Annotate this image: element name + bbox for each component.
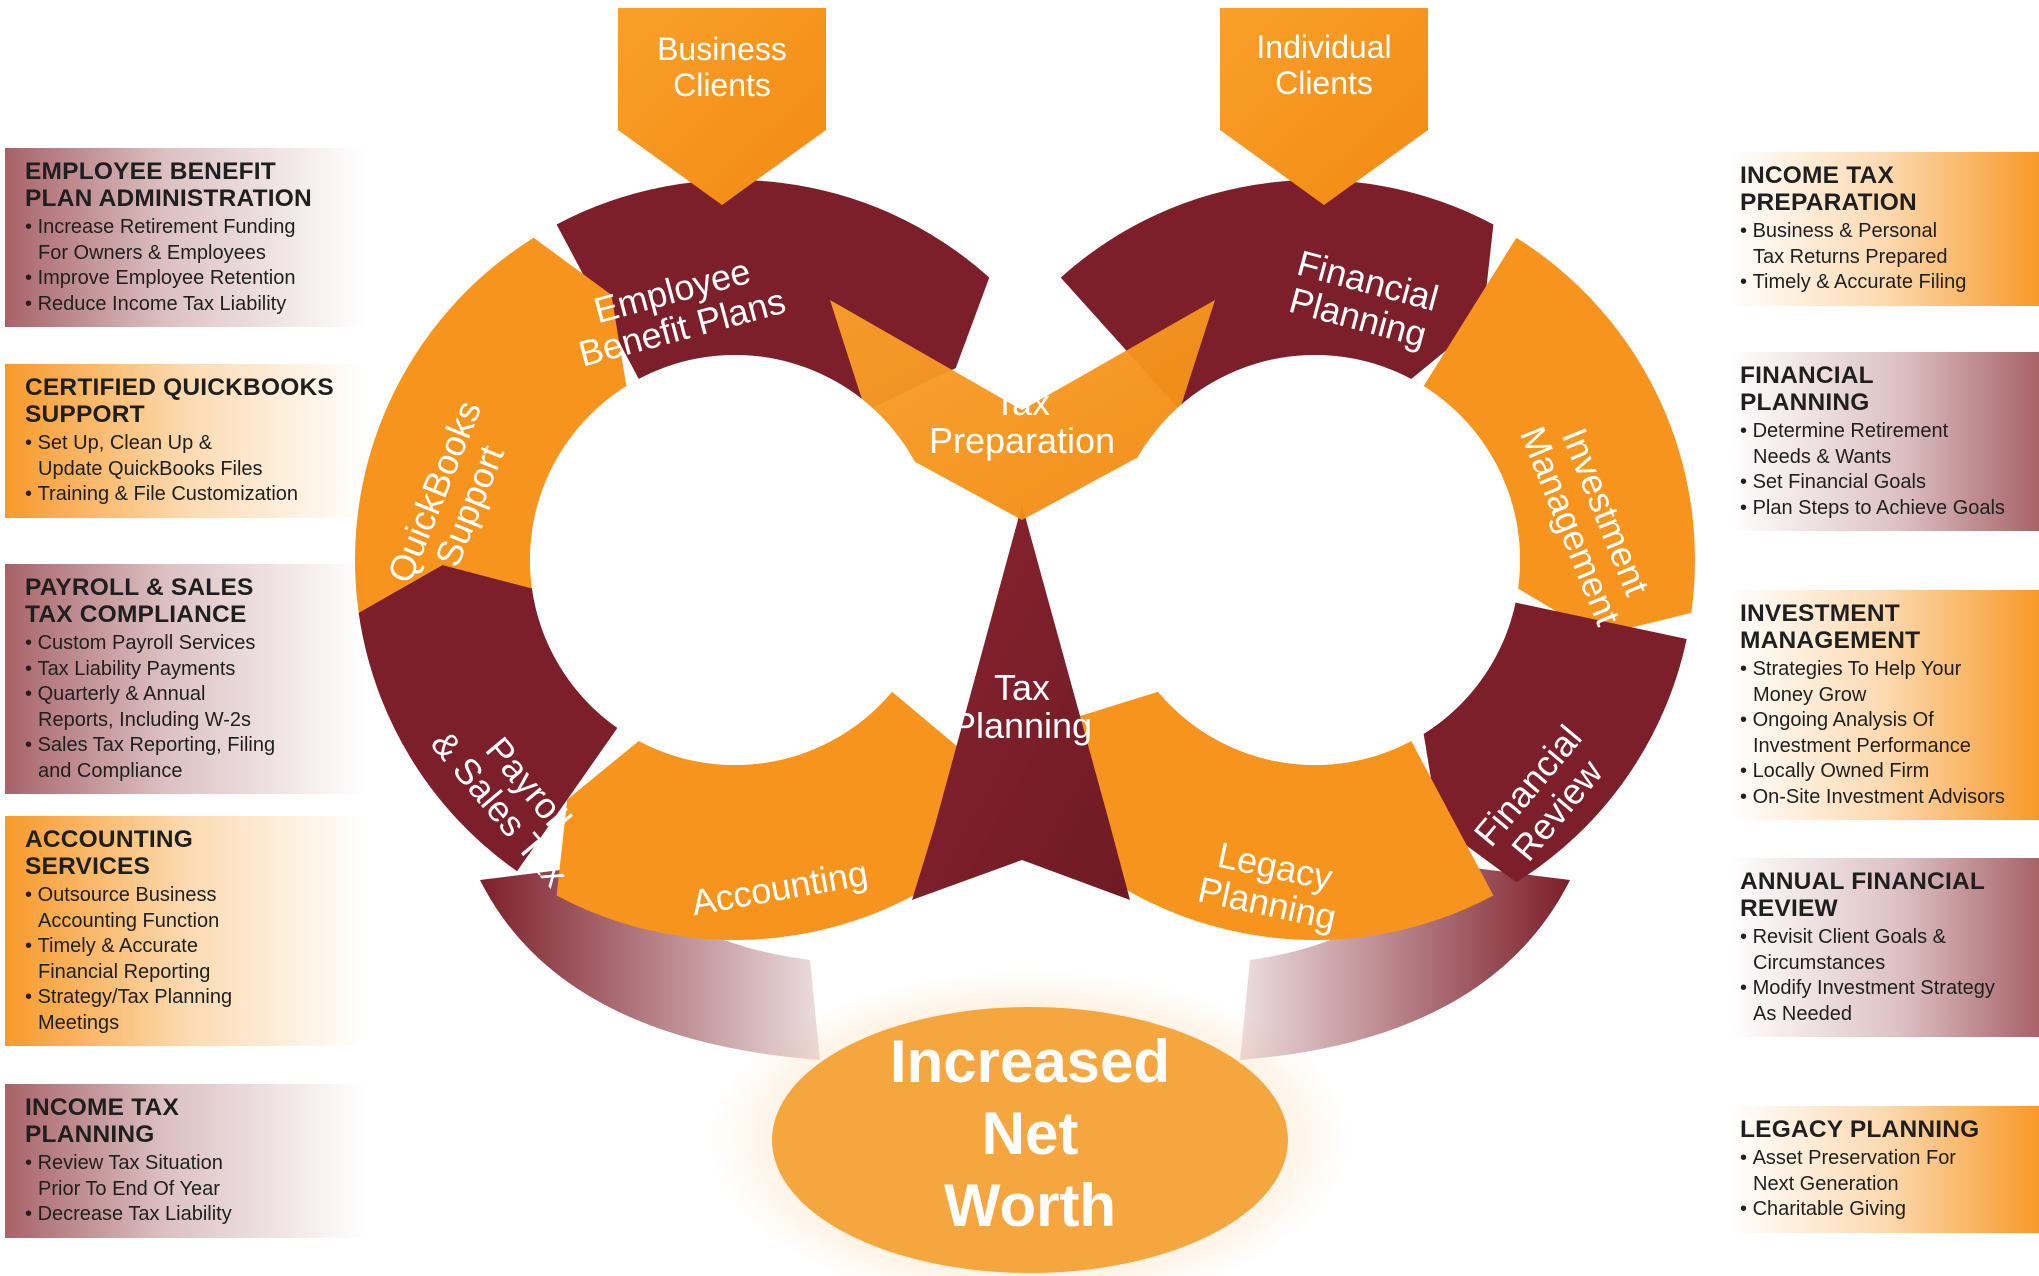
right-panel-3: ANNUAL FINANCIALREVIEWRevisit Client Goa… bbox=[1730, 858, 2039, 1037]
right-ring-segment-financial-review bbox=[1423, 602, 1687, 883]
right-panel-2: INVESTMENTMANAGEMENTStrategies To Help Y… bbox=[1730, 590, 2039, 820]
panel-bullet-list: Revisit Client Goals &CircumstancesModif… bbox=[1740, 925, 2033, 1027]
right-panel-0: INCOME TAXPREPARATIONBusiness & Personal… bbox=[1730, 152, 2039, 306]
left-ring-segment-quickbooks bbox=[355, 237, 627, 626]
ring-layer bbox=[355, 180, 1695, 940]
right-flow-tail bbox=[1240, 860, 1570, 1060]
tax-preparation-bowtie bbox=[830, 300, 1215, 520]
panel-bullet-item: Plan Steps to Achieve Goals bbox=[1740, 496, 2033, 522]
panel-bullet-list: Set Up, Clean Up &Update QuickBooks File… bbox=[25, 431, 355, 508]
panel-bullet-item: Charitable Giving bbox=[1740, 1197, 2033, 1223]
panel-bullet-item: Custom Payroll Services bbox=[25, 631, 355, 657]
panel-bullet-item: Training & File Customization bbox=[25, 482, 355, 508]
panel-bullet-item: Tax Liability Payments bbox=[25, 657, 355, 683]
panel-bullet-item: Set Financial Goals bbox=[1740, 470, 2033, 496]
right-panel-4: LEGACY PLANNING Asset Preservation ForNex… bbox=[1730, 1106, 2039, 1233]
panel-bullet-item: Decrease Tax Liability bbox=[25, 1202, 355, 1228]
right-panel-1: FINANCIALPLANNINGDetermine RetirementNee… bbox=[1730, 352, 2039, 531]
panel-bullet-item: Revisit Client Goals &Circumstances bbox=[1740, 925, 2033, 976]
individual-clients-arrow bbox=[1220, 8, 1428, 205]
left-ring-segment-accounting bbox=[556, 691, 1027, 940]
panel-bullet-item: Improve Employee Retention bbox=[25, 266, 355, 292]
left-panel-3: ACCOUNTINGSERVICESOutsource BusinessAcco… bbox=[0, 816, 365, 1046]
right-ring-segment-investment bbox=[1423, 237, 1695, 636]
business-clients-arrow bbox=[618, 8, 826, 205]
panel-bullet-item: Reduce Income Tax Liability bbox=[25, 292, 355, 318]
panel-bullet-item: Locally Owned Firm bbox=[1740, 759, 2033, 785]
left-panel-4: INCOME TAXPLANNINGReview Tax SituationPr… bbox=[0, 1084, 365, 1238]
panel-bullet-item: Timely & Accurate Filing bbox=[1740, 270, 2033, 296]
left-ring-hole bbox=[530, 355, 940, 765]
right-ring-hole bbox=[1110, 355, 1520, 765]
left-ring-segment-payroll bbox=[358, 565, 618, 872]
panel-title: LEGACY PLANNING bbox=[1740, 1116, 1980, 1143]
right-ring-segment-legacy bbox=[1023, 691, 1494, 940]
left-flow-tail bbox=[480, 860, 820, 1060]
panel-bullet-list: Custom Payroll ServicesTax Liability Pay… bbox=[25, 631, 355, 784]
tax-planning-star bbox=[912, 505, 1130, 900]
panel-bullet-item: On-Site Investment Advisors bbox=[1740, 785, 2033, 811]
increased-net-worth-ellipse bbox=[772, 1007, 1288, 1273]
panel-bullet-item: Set Up, Clean Up &Update QuickBooks File… bbox=[25, 431, 355, 482]
left-panel-1: CERTIFIED QUICKBOOKSSUPPORTSet Up, Clean… bbox=[0, 364, 365, 518]
